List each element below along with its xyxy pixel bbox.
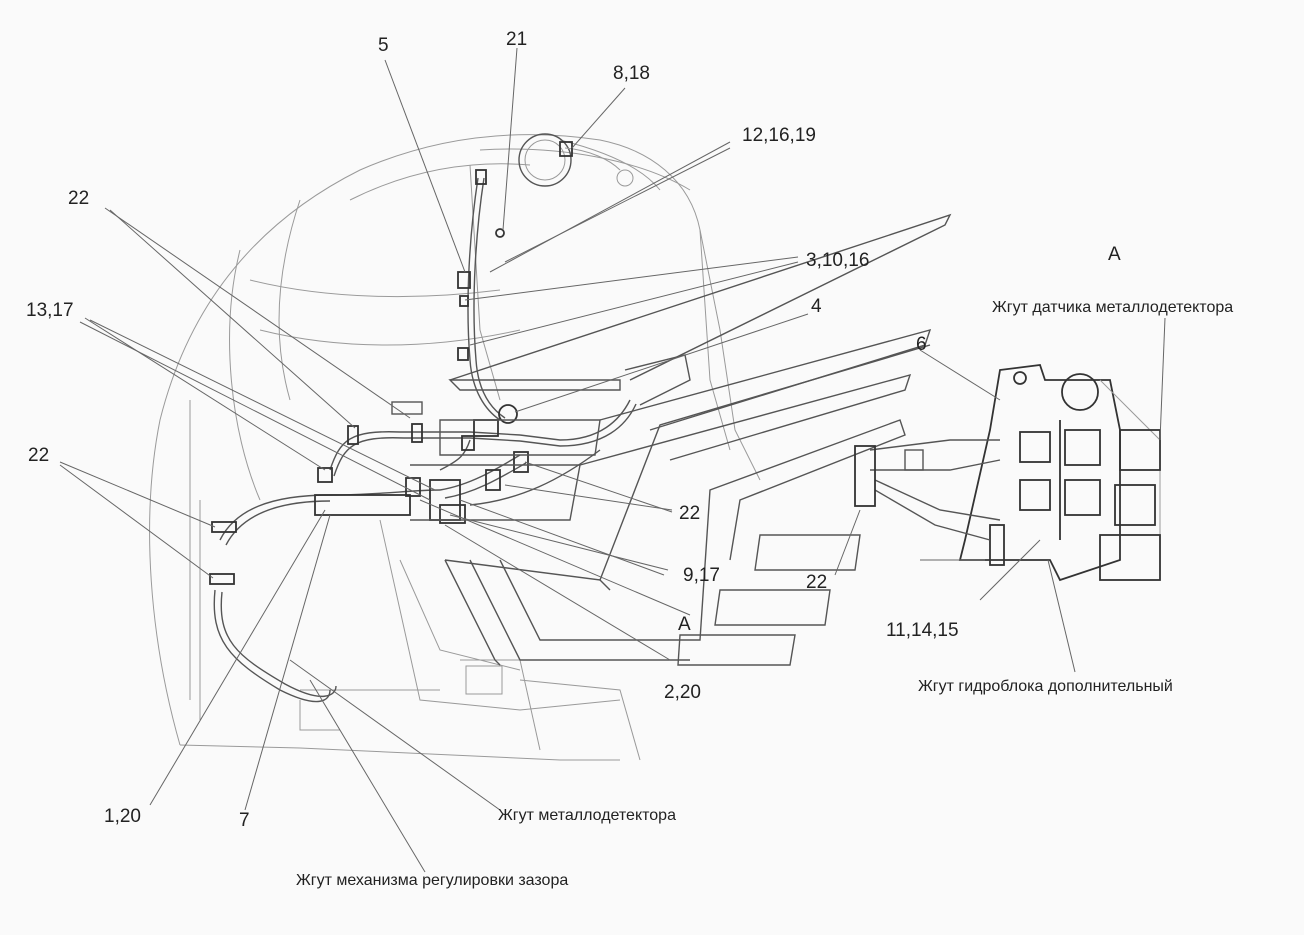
callout-22-right: 22	[806, 572, 827, 593]
connectors	[209, 141, 573, 695]
callout-1-20: 1,20	[104, 806, 141, 827]
callout-a-view: А	[678, 614, 691, 635]
label-metal-sensor-harness: Жгут датчика металлодетектора	[992, 299, 1233, 316]
cable-guide-outline	[410, 213, 952, 666]
callout-5: 5	[378, 35, 389, 56]
label-hydro-block-harness: Жгут гидроблока дополнительный	[918, 678, 1173, 695]
callout-2-20: 2,20	[664, 682, 701, 703]
label-gap-mechanism-harness: Жгут механизма регулировки зазора	[296, 872, 568, 889]
pulley-circle	[518, 133, 634, 187]
leader-lines	[59, 47, 1166, 873]
callout-22-mid: 22	[679, 503, 700, 524]
label-metal-detector-harness: Жгут металлодетектора	[498, 807, 676, 824]
view-a-detail	[854, 364, 1161, 582]
callout-21: 21	[506, 29, 527, 50]
callout-11-14-15: 11,14,15	[886, 620, 959, 641]
callout-7: 7	[239, 810, 250, 831]
callout-22-top: 22	[68, 188, 89, 209]
callout-3-10-16: 3,10,16	[806, 250, 869, 271]
callout-12-16-19: 12,16,19	[742, 125, 816, 146]
callout-labels: 5 21 8,18 12,16,19 22 3,10,16 А 13,17 4 …	[26, 29, 1121, 831]
callout-6: 6	[916, 334, 927, 355]
view-a-title: А	[1108, 244, 1121, 265]
machine-body-outline	[149, 134, 761, 761]
harness-labels: Жгут датчика металлодетектора Жгут гидро…	[296, 299, 1233, 889]
callout-22-left: 22	[28, 445, 49, 466]
callout-13-17: 13,17	[26, 300, 74, 321]
callout-8-18: 8,18	[613, 63, 650, 84]
callout-4: 4	[811, 296, 822, 317]
callout-9-17: 9,17	[683, 565, 720, 586]
